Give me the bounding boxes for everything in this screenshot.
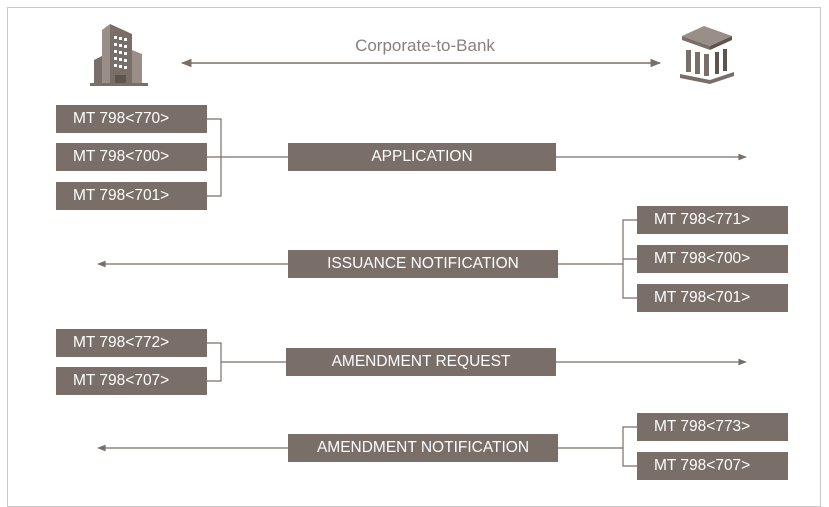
issuance-bracket — [622, 219, 637, 299]
message-box: MT 798<771> — [637, 206, 788, 234]
message-box: MT 798<770> — [56, 105, 207, 133]
message-box: MT 798<773> — [637, 413, 788, 441]
message-box: MT 798<700> — [56, 143, 207, 171]
message-box: MT 798<772> — [56, 329, 207, 357]
flow-label-application: APPLICATION — [288, 143, 556, 171]
message-box: MT 798<701> — [637, 284, 788, 312]
office-building-icon — [90, 24, 148, 86]
application-bracket — [207, 118, 222, 197]
flow-label-amendment-request: AMENDMENT REQUEST — [286, 348, 556, 376]
message-box: MT 798<707> — [56, 367, 207, 395]
message-box: MT 798<707> — [637, 452, 788, 480]
bank-building-icon — [680, 26, 734, 84]
flow-label-amendment-notification: AMENDMENT NOTIFICATION — [288, 434, 558, 462]
message-box: MT 798<700> — [637, 245, 788, 273]
amendment-request-bracket — [207, 342, 222, 382]
amendment-notification-bracket — [622, 426, 637, 467]
corporate-to-bank-title: Corporate-to-Bank — [355, 36, 495, 55]
flow-label-issuance-notification: ISSUANCE NOTIFICATION — [288, 250, 558, 278]
message-box: MT 798<701> — [56, 182, 207, 210]
